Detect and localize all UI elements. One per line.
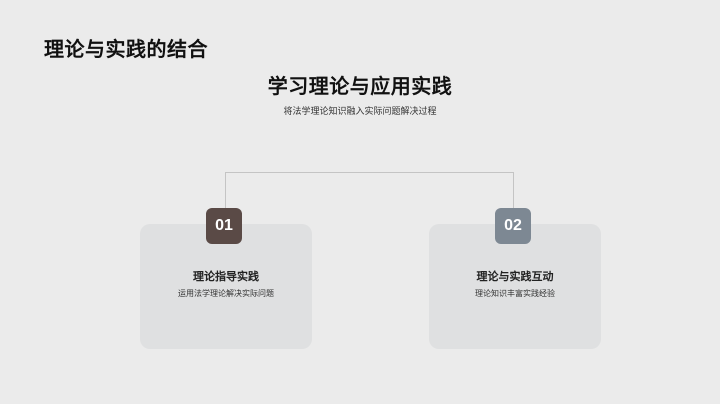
card-2-text: 理论知识丰富实践经验 [475,289,555,298]
slide-title: 理论与实践的结合 [44,37,208,61]
badge-02: 02 [495,208,531,244]
card-2-title: 理论与实践互动 [476,270,554,283]
section-subtitle: 学习理论与应用实践 [267,74,453,98]
card-1: 理论指导实践 运用法学理论解决实际问题 [140,224,312,349]
card-1-title: 理论指导实践 [193,270,259,283]
badge-01: 01 [206,208,242,244]
connector-line [225,172,514,212]
card-2: 理论与实践互动 理论知识丰富实践经验 [429,224,601,349]
card-1-text: 运用法学理论解决实际问题 [178,289,274,298]
section-description: 将法学理论知识融入实际问题解决过程 [283,107,437,117]
